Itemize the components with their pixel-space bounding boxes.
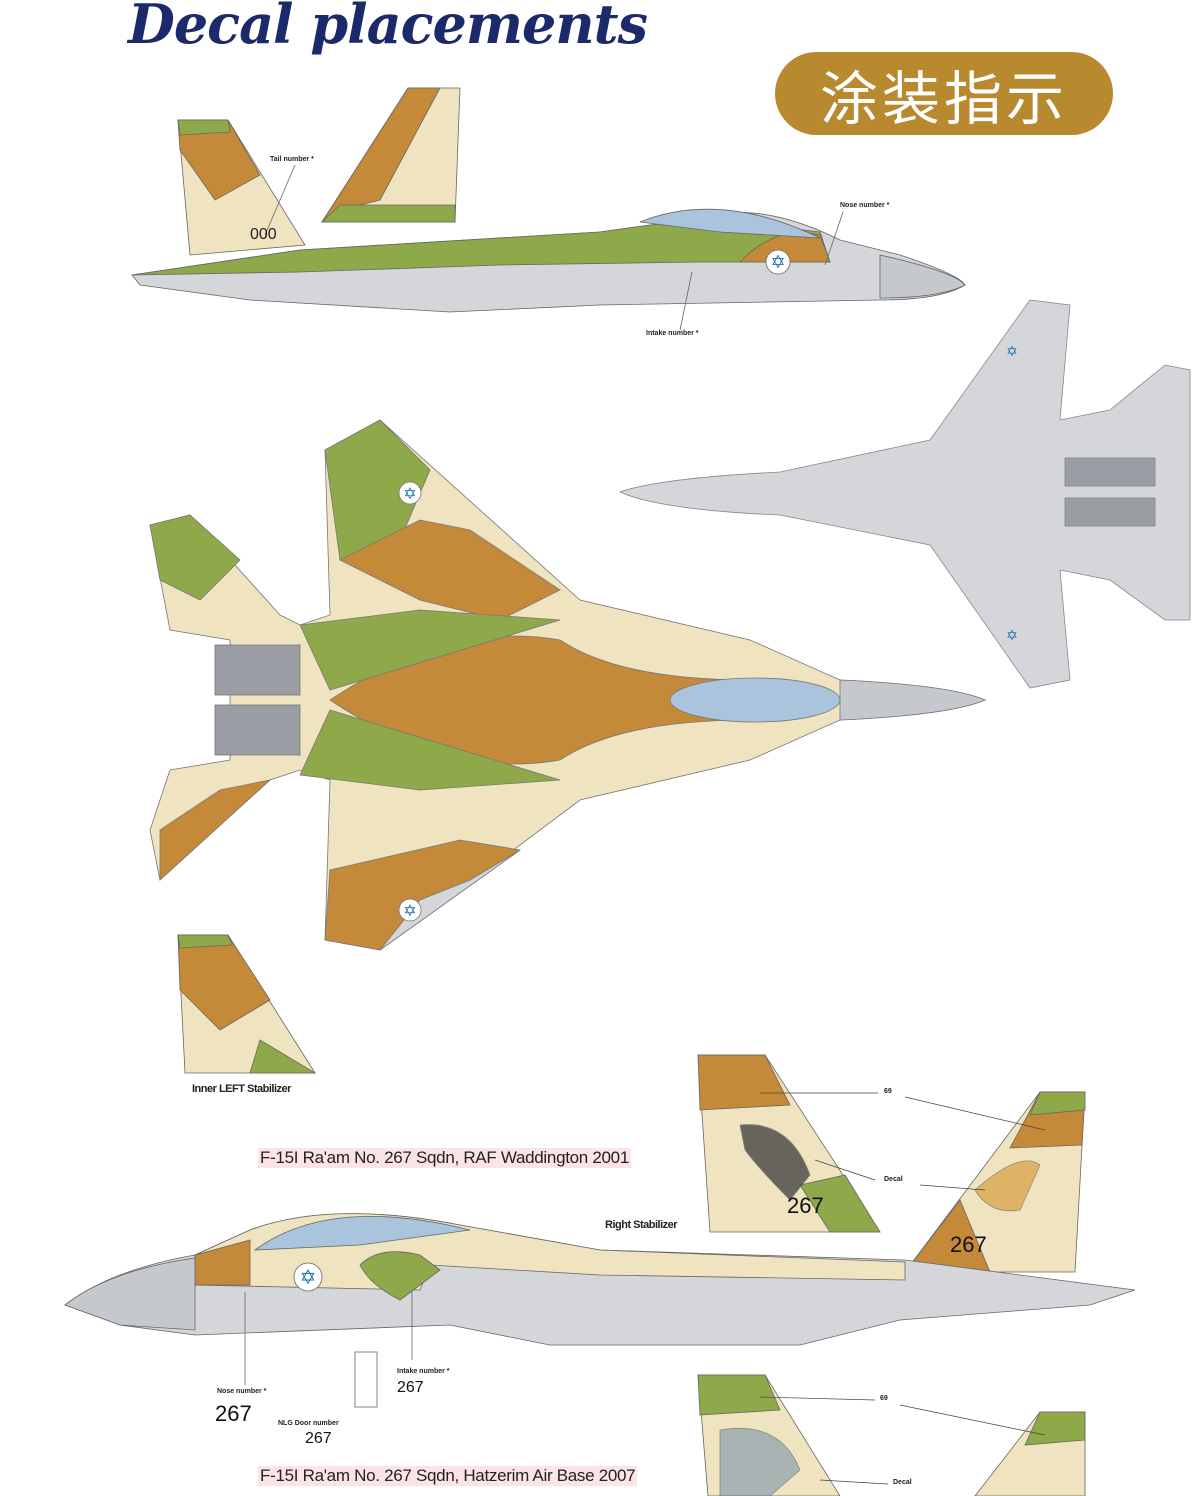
nose-number-label-2: Nose number *: [217, 1388, 267, 1395]
svg-text:✡: ✡: [1006, 627, 1018, 643]
aircraft-top-view: ✡ ✡: [149, 419, 987, 951]
svg-text:✡: ✡: [403, 903, 416, 920]
leader-lines: [759, 1092, 1046, 1485]
right-stabilizer-label: Right Stabilizer: [605, 1219, 678, 1231]
aircraft-bottom-view: ✡ ✡: [618, 299, 1191, 689]
inner-left-stabilizer: [177, 934, 317, 1074]
inner-left-stabilizer-label: Inner LEFT Stabilizer: [192, 1083, 291, 1095]
scheme1-caption: F-15I Ra'am No. 267 Sqdn, RAF Waddington…: [258, 1148, 631, 1168]
label-69: 69: [884, 1088, 892, 1095]
tail-number-label: Tail number *: [270, 156, 314, 163]
aircraft-side-view-1: ✡: [131, 87, 966, 331]
nose-number-label: Nose number *: [840, 202, 890, 209]
title-badge: 涂装指示: [775, 52, 1113, 135]
label-decal: Decal: [884, 1176, 903, 1183]
svg-text:✡: ✡: [1006, 343, 1018, 359]
svg-text:✡: ✡: [770, 252, 785, 272]
page-title: Decal placements: [128, 0, 648, 56]
aircraft-side-view-2: ✡: [64, 1213, 1136, 1408]
intake-number-label: Intake number *: [646, 330, 699, 337]
tail-digits: 000: [250, 226, 277, 243]
nose-number-value: 267: [215, 1401, 252, 1426]
svg-text:✡: ✡: [403, 486, 416, 503]
scheme2-label-69: 69: [880, 1395, 888, 1402]
tail-fin-scheme1-right: [904, 1091, 1086, 1273]
tail-fin-scheme1-left: [697, 1054, 881, 1233]
intake-number-label-2: Intake number *: [397, 1368, 450, 1375]
scheme2-caption: F-15I Ra'am No. 267 Sqdn, Hatzerim Air B…: [258, 1466, 638, 1486]
scheme2-label-decal: Decal: [893, 1479, 912, 1486]
nlg-door-label: NLG Door number: [278, 1420, 339, 1427]
tail-fin-scheme2: [697, 1374, 1086, 1496]
nlg-door-number: 267: [305, 1430, 332, 1447]
scheme1-tail-number: 267: [787, 1193, 824, 1218]
svg-text:✡: ✡: [300, 1267, 317, 1289]
scheme1-tail-number-right: 267: [950, 1232, 987, 1257]
intake-number-value: 267: [397, 1379, 424, 1396]
